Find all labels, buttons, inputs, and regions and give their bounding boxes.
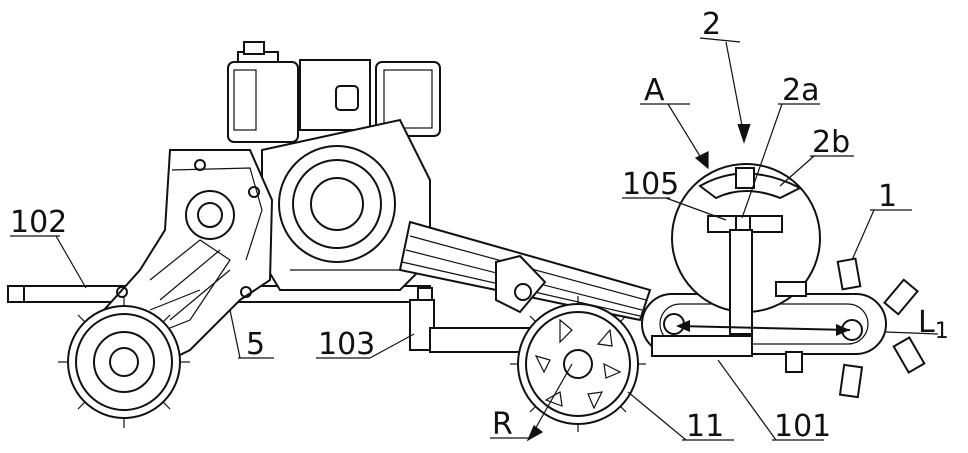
label-L: L1 [918,305,949,344]
label-11: 11 [686,409,724,444]
label-102: 102 [10,205,67,240]
label-2: 2 [702,7,721,42]
label-1: 1 [878,179,897,214]
label-5: 5 [246,327,265,362]
inclined-boom [400,222,650,320]
label-103: 103 [318,327,375,362]
label-2a: 2a [782,73,819,108]
label-R: R [492,407,513,442]
label-101: 101 [774,409,831,444]
label-A: A [644,73,665,108]
label-105: 105 [622,167,679,202]
right-wheel-11 [510,296,646,432]
label-2b: 2b [812,125,850,160]
